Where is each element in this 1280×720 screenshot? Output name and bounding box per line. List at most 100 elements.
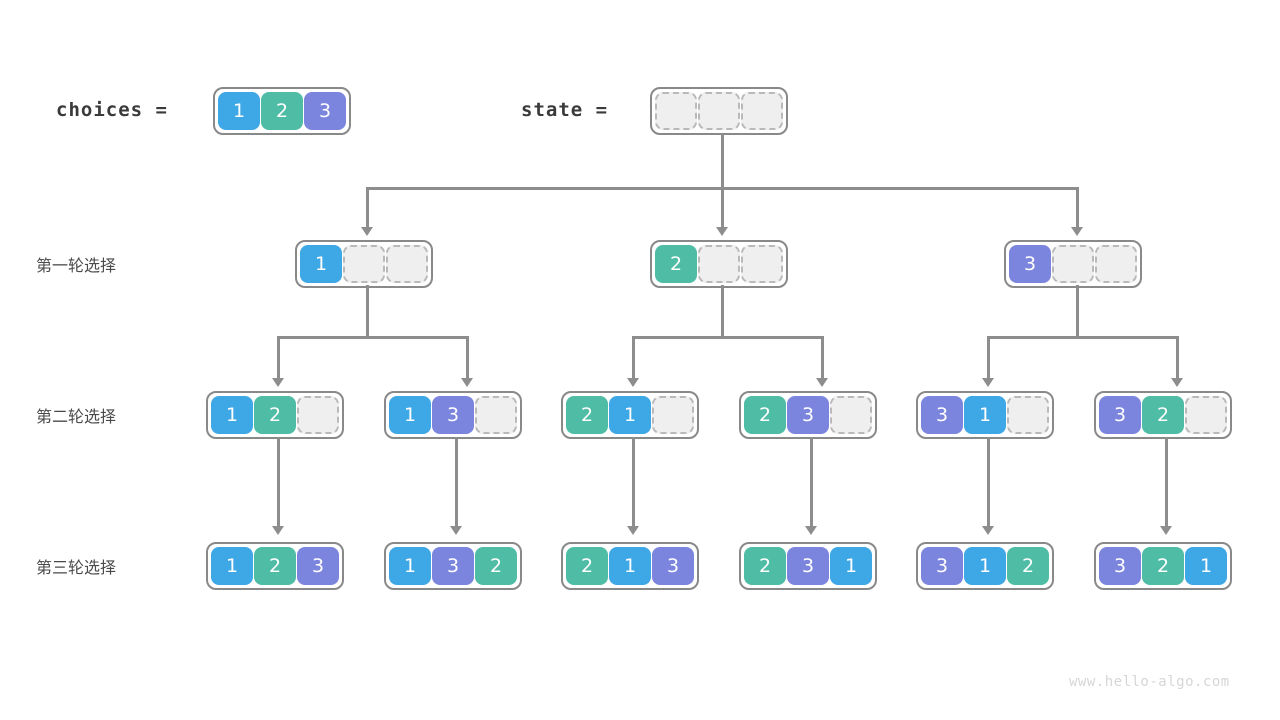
level3-node3-cell-2: 3 <box>652 547 694 585</box>
watermark-label: www.hello-algo.com <box>1069 674 1230 690</box>
arrow-l2n5-to-l3n5 <box>982 526 994 535</box>
edge-n2-stem <box>721 285 724 337</box>
level2-node3-cell-0: 2 <box>566 396 608 434</box>
level3-node2-cell-1: 3 <box>432 547 474 585</box>
arrow-l2n1-to-l3n1 <box>272 526 284 535</box>
level2-node2-cell-2 <box>475 396 517 434</box>
edge-l2n2-to-l3n2 <box>455 437 458 528</box>
level2-node4-cell-0: 2 <box>744 396 786 434</box>
level2-node1-cell-2 <box>297 396 339 434</box>
edge-root-to-n2 <box>721 187 724 229</box>
edge-n2-bar <box>633 336 823 339</box>
row-label-round-2: 第二轮选择 <box>36 407 117 426</box>
level3-node4-cell-2: 1 <box>830 547 872 585</box>
level1-node1-cell-1 <box>343 245 385 283</box>
level2-node6-cell-1: 2 <box>1142 396 1184 434</box>
level1-node2-cell-0: 2 <box>655 245 697 283</box>
edge-l2n4-to-l3n4 <box>810 437 813 528</box>
edge-root-to-n3 <box>1076 187 1079 229</box>
node-level1-2: 2 <box>650 240 788 288</box>
edge-n3-to-c2 <box>1176 336 1179 380</box>
level2-node6-cell-0: 3 <box>1099 396 1141 434</box>
edge-n1-to-c2 <box>466 336 469 380</box>
level3-node6-cell-2: 1 <box>1185 547 1227 585</box>
node-level1-3: 3 <box>1004 240 1142 288</box>
level3-node4-cell-0: 2 <box>744 547 786 585</box>
level2-node4-cell-2 <box>830 396 872 434</box>
state-array <box>650 87 788 135</box>
arrow-n2-to-c2 <box>816 378 828 387</box>
arrow-l2n2-to-l3n2 <box>450 526 462 535</box>
level2-node5-cell-1: 1 <box>964 396 1006 434</box>
state-cell-1 <box>698 92 740 130</box>
arrow-l2n4-to-l3n4 <box>805 526 817 535</box>
arrow-root-to-n3 <box>1071 227 1083 236</box>
level2-node4-cell-1: 3 <box>787 396 829 434</box>
level3-node6-cell-1: 2 <box>1142 547 1184 585</box>
edge-l2n1-to-l3n1 <box>277 437 280 528</box>
edge-n2-to-c1 <box>632 336 635 380</box>
edge-l2n3-to-l3n3 <box>632 437 635 528</box>
level1-node3-cell-2 <box>1095 245 1137 283</box>
level1-node2-cell-2 <box>741 245 783 283</box>
level2-node5-cell-2 <box>1007 396 1049 434</box>
edge-n3-stem <box>1076 285 1079 337</box>
level3-node6-cell-0: 3 <box>1099 547 1141 585</box>
level2-node6-cell-2 <box>1185 396 1227 434</box>
row-label-round-3: 第三轮选择 <box>36 558 117 577</box>
arrow-n3-to-c2 <box>1171 378 1183 387</box>
level3-node3-cell-1: 1 <box>609 547 651 585</box>
edge-n2-to-c2 <box>821 336 824 380</box>
choices-label: choices = <box>56 99 168 121</box>
level3-node4-cell-1: 3 <box>787 547 829 585</box>
level2-node1-cell-1: 2 <box>254 396 296 434</box>
level2-node2-cell-1: 3 <box>432 396 474 434</box>
level3-node1-cell-0: 1 <box>211 547 253 585</box>
arrow-l2n3-to-l3n3 <box>627 526 639 535</box>
arrow-l2n6-to-l3n6 <box>1160 526 1172 535</box>
edge-n3-to-c1 <box>987 336 990 380</box>
level2-node2-cell-0: 1 <box>389 396 431 434</box>
level2-node3-cell-2 <box>652 396 694 434</box>
arrow-n1-to-c1 <box>272 378 284 387</box>
arrow-n3-to-c1 <box>982 378 994 387</box>
edge-l2n6-to-l3n6 <box>1165 437 1168 528</box>
choices-cell-0: 1 <box>218 92 260 130</box>
edge-root-to-n1 <box>366 187 369 229</box>
row-label-round-1: 第一轮选择 <box>36 256 117 275</box>
level3-node3-cell-0: 2 <box>566 547 608 585</box>
level2-node5-cell-0: 3 <box>921 396 963 434</box>
edge-n1-to-c1 <box>277 336 280 380</box>
level3-node5-cell-2: 2 <box>1007 547 1049 585</box>
edge-root-stem <box>721 134 724 189</box>
level3-node2-cell-2: 2 <box>475 547 517 585</box>
level3-node5-cell-1: 1 <box>964 547 1006 585</box>
choices-cell-1: 2 <box>261 92 303 130</box>
state-cell-2 <box>741 92 783 130</box>
state-label: state = <box>521 99 609 121</box>
arrow-root-to-n2 <box>716 227 728 236</box>
edge-n1-bar <box>278 336 468 339</box>
edge-n1-stem <box>366 285 369 337</box>
level2-node3-cell-1: 1 <box>609 396 651 434</box>
edge-n3-bar <box>988 336 1178 339</box>
arrow-n1-to-c2 <box>461 378 473 387</box>
level1-node1-cell-2 <box>386 245 428 283</box>
level3-node1-cell-1: 2 <box>254 547 296 585</box>
level1-node3-cell-1 <box>1052 245 1094 283</box>
node-level1-1: 1 <box>295 240 433 288</box>
level1-node3-cell-0: 3 <box>1009 245 1051 283</box>
state-cell-0 <box>655 92 697 130</box>
level3-node2-cell-0: 1 <box>389 547 431 585</box>
